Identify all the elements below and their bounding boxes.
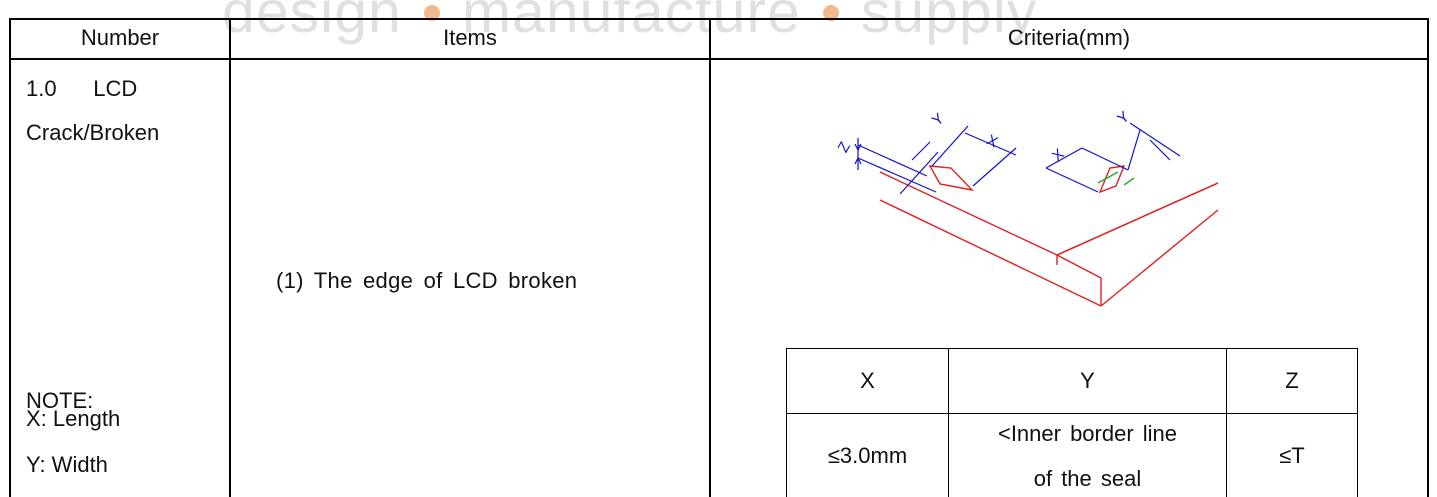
- table-border-top: [9, 18, 1429, 20]
- glass-outline: [879, 165, 1219, 307]
- criteria-value-y-line1: <Inner border line: [997, 421, 1178, 446]
- criteria-table-mid: [786, 413, 1358, 414]
- criteria-table-div-1: [948, 348, 949, 497]
- note-x-length: X: Length: [26, 406, 121, 431]
- header-criteria: Criteria(mm): [1007, 25, 1131, 50]
- table-border-left: [9, 18, 11, 497]
- header-items: Items: [443, 25, 497, 50]
- table-border-right: [1427, 18, 1429, 497]
- criteria-header-z: Z: [1285, 368, 1299, 393]
- criteria-value-x: ≤3.0mm: [827, 443, 908, 468]
- diagram-label-z: Z: [835, 139, 854, 155]
- note-y-width: Y: Width: [26, 452, 108, 477]
- accent-marks: [1097, 171, 1135, 186]
- criteria-header-y: Y: [1080, 368, 1095, 393]
- watermark-word-design: design: [222, 0, 402, 45]
- watermark-word-manufacture: manufacture: [461, 0, 801, 45]
- criteria-table-div-2: [1226, 348, 1227, 497]
- dimension-labels: X Y Z X Y: [835, 108, 1133, 165]
- table-col-divider-1: [229, 18, 231, 497]
- watermark-dot: [423, 5, 440, 22]
- diagram-label-x-1: X: [984, 132, 1000, 152]
- note-title: NOTE:: [26, 388, 94, 413]
- watermark-word-supply: supply: [860, 0, 1038, 45]
- criteria-value-z: ≤T: [1279, 443, 1305, 468]
- diagram-label-y-1: Y: [929, 110, 948, 129]
- watermark-dot: [822, 5, 839, 22]
- criteria-table-right: [1357, 348, 1358, 497]
- dimension-lines: [854, 122, 1181, 195]
- criteria-value-y-line2: of the seal: [1033, 466, 1142, 491]
- criteria-header-x: X: [860, 368, 875, 393]
- criteria-table-top: [786, 348, 1358, 349]
- table-col-divider-2: [709, 18, 711, 497]
- watermark: design manufacture supply: [222, 0, 1037, 46]
- criteria-table-left: [786, 348, 787, 497]
- item-number: 1.0 LCD: [26, 76, 138, 101]
- item-category: Crack/Broken: [26, 120, 160, 145]
- diagram-label-y-2: Y: [1114, 108, 1133, 127]
- diagram-label-x-2: X: [1049, 146, 1068, 165]
- item-description: (1) The edge of LCD broken: [276, 268, 578, 293]
- table-header-divider: [9, 58, 1429, 60]
- header-number: Number: [80, 25, 160, 50]
